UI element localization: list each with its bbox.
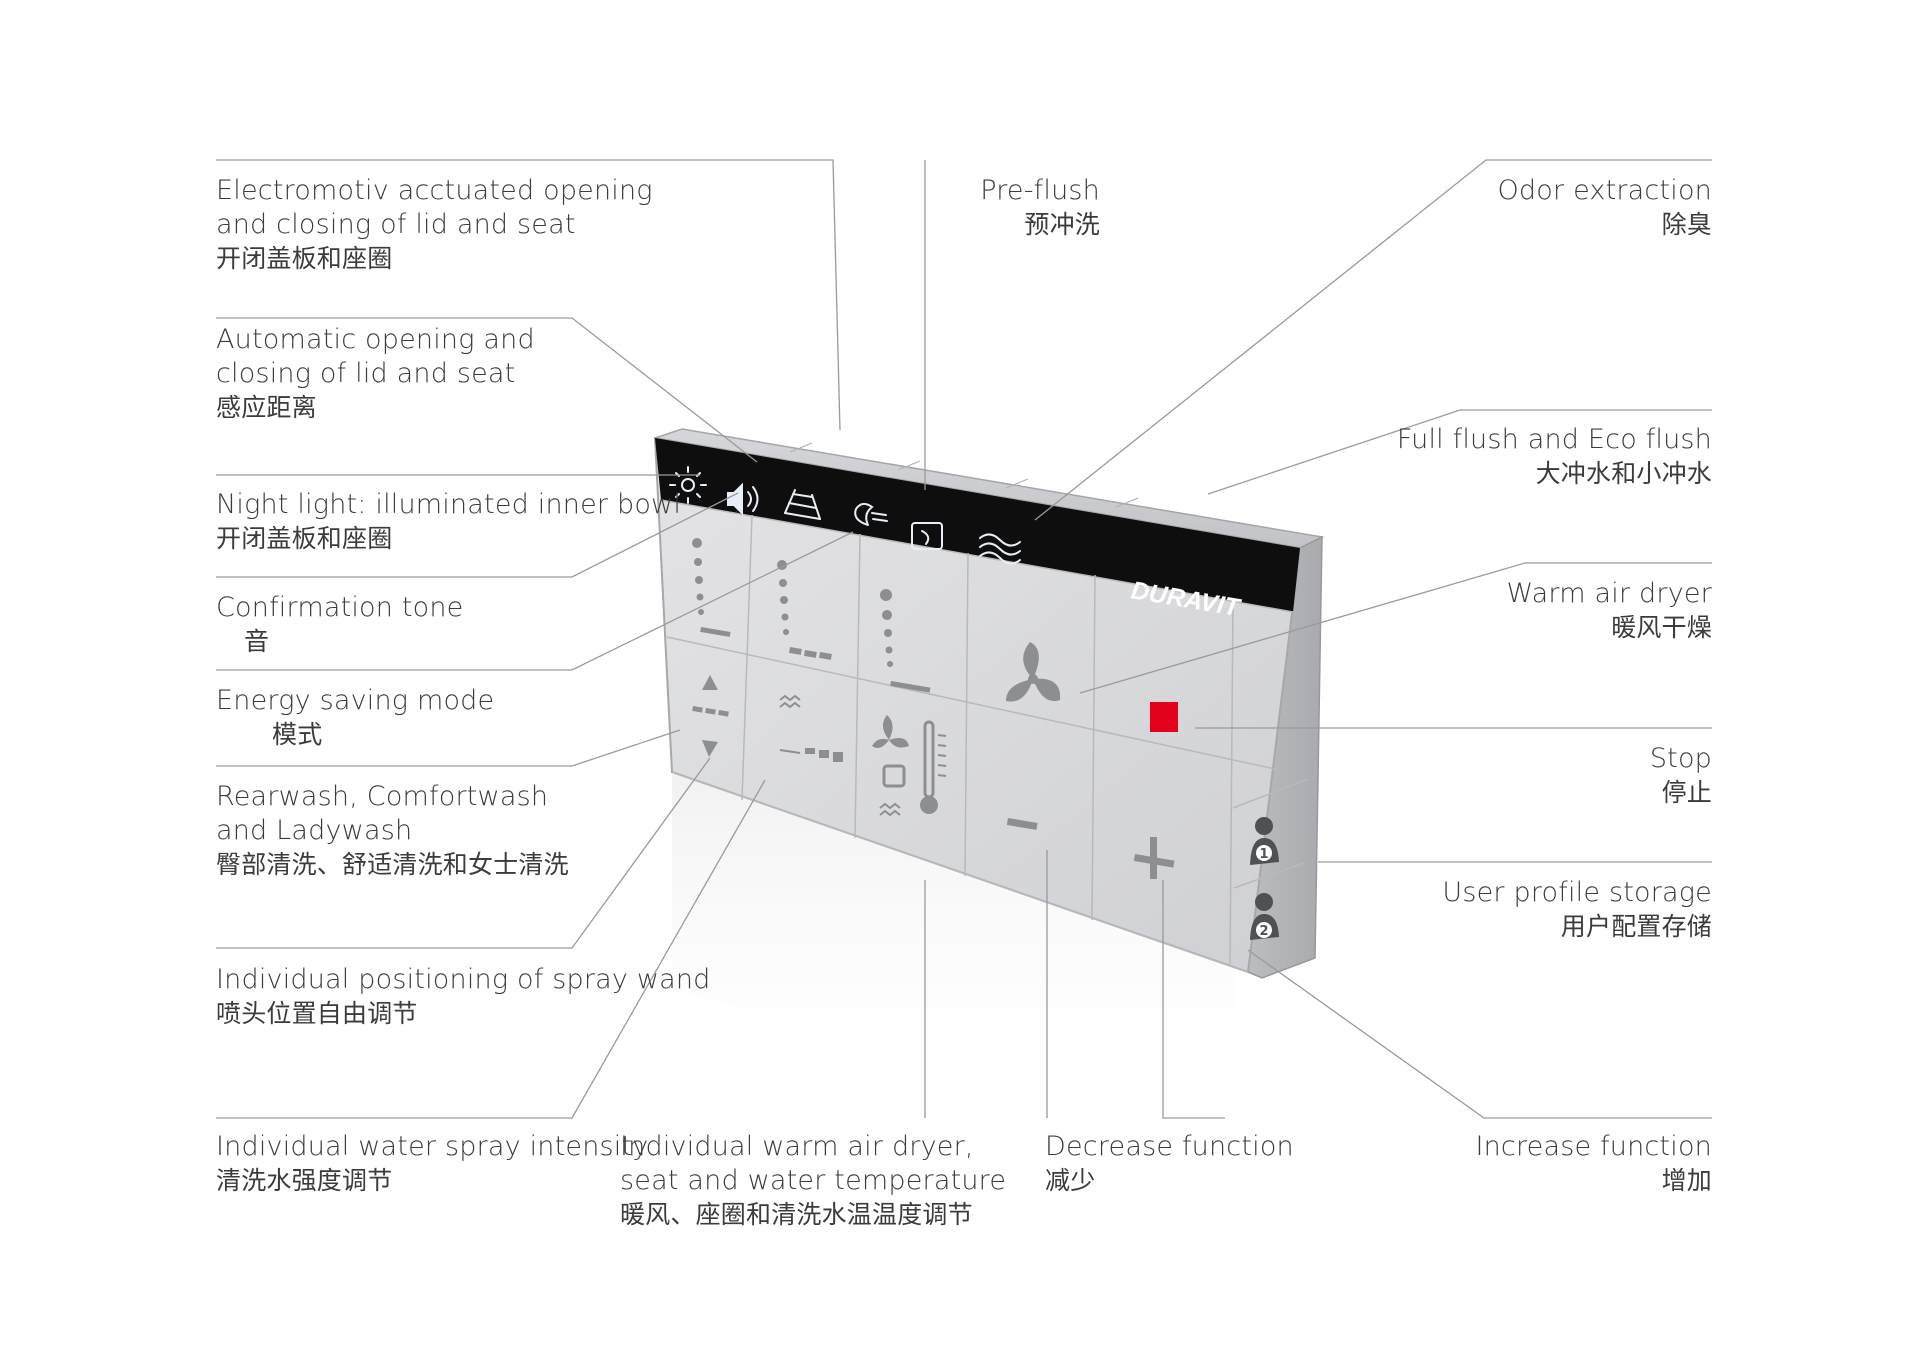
button-grid-lines bbox=[660, 499, 1309, 973]
label-energy-en1: Energy saving mode bbox=[216, 685, 495, 716]
display-strip bbox=[655, 438, 1300, 612]
label-electromotiv-zh: 开闭盖板和座圈 bbox=[216, 244, 393, 273]
label-rearwash-en2: and Ladywash bbox=[216, 815, 413, 846]
label-nightlight-en1: Night light: illuminated inner bowl bbox=[216, 489, 682, 520]
strip-icons bbox=[669, 466, 1021, 565]
label-electromotiv-en1: Electromotiv acctuated opening bbox=[216, 175, 653, 206]
label-odor: Odor extraction 除臭 bbox=[1497, 174, 1712, 242]
label-intensity-zh: 清洗水强度调节 bbox=[216, 1166, 393, 1195]
label-automatic-zh: 感应距离 bbox=[216, 393, 317, 422]
energy-saving-icon bbox=[854, 503, 888, 526]
stop-button-icon[interactable] bbox=[1150, 702, 1178, 732]
label-stop-en1: Stop bbox=[1649, 743, 1712, 774]
label-automatic: Automatic opening and closing of lid and… bbox=[216, 323, 535, 425]
label-rearwash-zh: 臀部清洗、舒适清洗和女士清洗 bbox=[216, 850, 569, 879]
plus-icon[interactable] bbox=[1133, 837, 1175, 879]
label-stop-zh: 停止 bbox=[1661, 778, 1712, 807]
label-odor-en1: Odor extraction bbox=[1497, 175, 1712, 206]
waves-icon bbox=[979, 533, 1021, 565]
label-decrease-en1: Decrease function bbox=[1045, 1131, 1294, 1162]
label-profile-zh: 用户配置存储 bbox=[1560, 912, 1712, 941]
label-fullflush-zh: 大冲水和小冲水 bbox=[1535, 459, 1712, 488]
position-updown-icon bbox=[692, 675, 729, 757]
label-confirmation-en1: Confirmation tone bbox=[216, 592, 464, 623]
floor-reflection bbox=[672, 772, 1235, 1130]
label-rearwash-en1: Rearwash, Comfortwash bbox=[216, 781, 549, 812]
label-increase: Increase function 增加 bbox=[1475, 1130, 1712, 1198]
label-warmdryer-en1: Individual warm air dryer, bbox=[620, 1131, 974, 1162]
label-energy-zh: 模式 bbox=[272, 720, 323, 749]
label-warmdryer-en2: seat and water temperature bbox=[620, 1165, 1007, 1196]
user-1-number: 1 bbox=[1259, 847, 1268, 862]
label-decrease-zh: 减少 bbox=[1045, 1166, 1096, 1195]
label-warmair-zh: 暖风干燥 bbox=[1611, 613, 1712, 642]
label-energy: Energy saving mode 模式 bbox=[216, 684, 494, 752]
label-intensity-en1: Individual water spray intensity bbox=[216, 1131, 649, 1162]
label-nightlight-zh: 开闭盖板和座圈 bbox=[216, 524, 393, 553]
label-fullflush-en1: Full flush and Eco flush bbox=[1396, 424, 1712, 455]
temperature-icon bbox=[872, 715, 947, 817]
label-warmair-en1: Warm air dryer bbox=[1506, 578, 1712, 609]
lid-icon bbox=[784, 489, 821, 520]
label-intensity: Individual water spray intensity 清洗水强度调节 bbox=[216, 1130, 648, 1198]
label-profile-en1: User profile storage bbox=[1442, 877, 1712, 908]
top-face-dividers bbox=[789, 442, 1139, 508]
user-2-number: 2 bbox=[1259, 924, 1268, 939]
label-increase-zh: 增加 bbox=[1661, 1166, 1712, 1195]
user-profile-icons: 1 2 bbox=[1250, 817, 1279, 940]
label-warmair: Warm air dryer 暖风干燥 bbox=[1507, 577, 1713, 645]
label-rearwash: Rearwash, Comfortwash and Ladywash 臀部清洗、… bbox=[216, 780, 569, 882]
minus-icon[interactable] bbox=[1006, 818, 1038, 830]
intensity-icon bbox=[779, 694, 843, 762]
row1-icons bbox=[692, 538, 1178, 732]
label-decrease: Decrease function 减少 bbox=[1045, 1130, 1294, 1198]
comfortwash-icon bbox=[777, 560, 832, 660]
label-warmdryer-zh: 暖风、座圈和清洗水温温度调节 bbox=[620, 1200, 973, 1229]
label-preflush: Pre-flush 预冲洗 bbox=[980, 174, 1100, 242]
label-automatic-en2: closing of lid and seat bbox=[216, 358, 516, 389]
label-electromotiv-en2: and closing of lid and seat bbox=[216, 209, 576, 240]
label-stop: Stop 停止 bbox=[1650, 742, 1712, 810]
label-preflush-zh: 预冲洗 bbox=[1024, 210, 1100, 239]
leader-lines bbox=[216, 159, 1712, 1119]
label-confirmation: Confirmation tone 音 bbox=[216, 591, 464, 659]
label-fullflush: Full flush and Eco flush 大冲水和小冲水 bbox=[1397, 423, 1712, 491]
label-positioning: Individual positioning of spray wand 喷头位… bbox=[216, 963, 711, 1031]
user-1-icon[interactable]: 1 bbox=[1250, 817, 1279, 865]
ladywash-icon bbox=[880, 589, 931, 693]
label-increase-en1: Increase function bbox=[1475, 1131, 1712, 1162]
speaker-icon bbox=[727, 482, 759, 516]
label-confirmation-zh: 音 bbox=[244, 627, 270, 656]
label-profile: User profile storage 用户配置存储 bbox=[1442, 876, 1712, 944]
label-nightlight: Night light: illuminated inner bowl 开闭盖板… bbox=[216, 488, 681, 556]
fan-icon bbox=[1006, 642, 1061, 702]
label-positioning-en1: Individual positioning of spray wand bbox=[216, 964, 711, 995]
label-preflush-en1: Pre-flush bbox=[980, 175, 1100, 206]
rearwash-icon bbox=[692, 538, 731, 637]
label-automatic-en1: Automatic opening and bbox=[216, 324, 535, 355]
preflush-icon bbox=[911, 522, 943, 550]
label-electromotiv: Electromotiv acctuated opening and closi… bbox=[216, 174, 653, 276]
label-odor-zh: 除臭 bbox=[1661, 210, 1712, 239]
label-positioning-zh: 喷头位置自由调节 bbox=[216, 999, 418, 1028]
row2-icons bbox=[692, 675, 1175, 879]
label-warmdryer: Individual warm air dryer, seat and wate… bbox=[620, 1130, 1006, 1232]
user-2-icon[interactable]: 2 bbox=[1250, 893, 1279, 940]
